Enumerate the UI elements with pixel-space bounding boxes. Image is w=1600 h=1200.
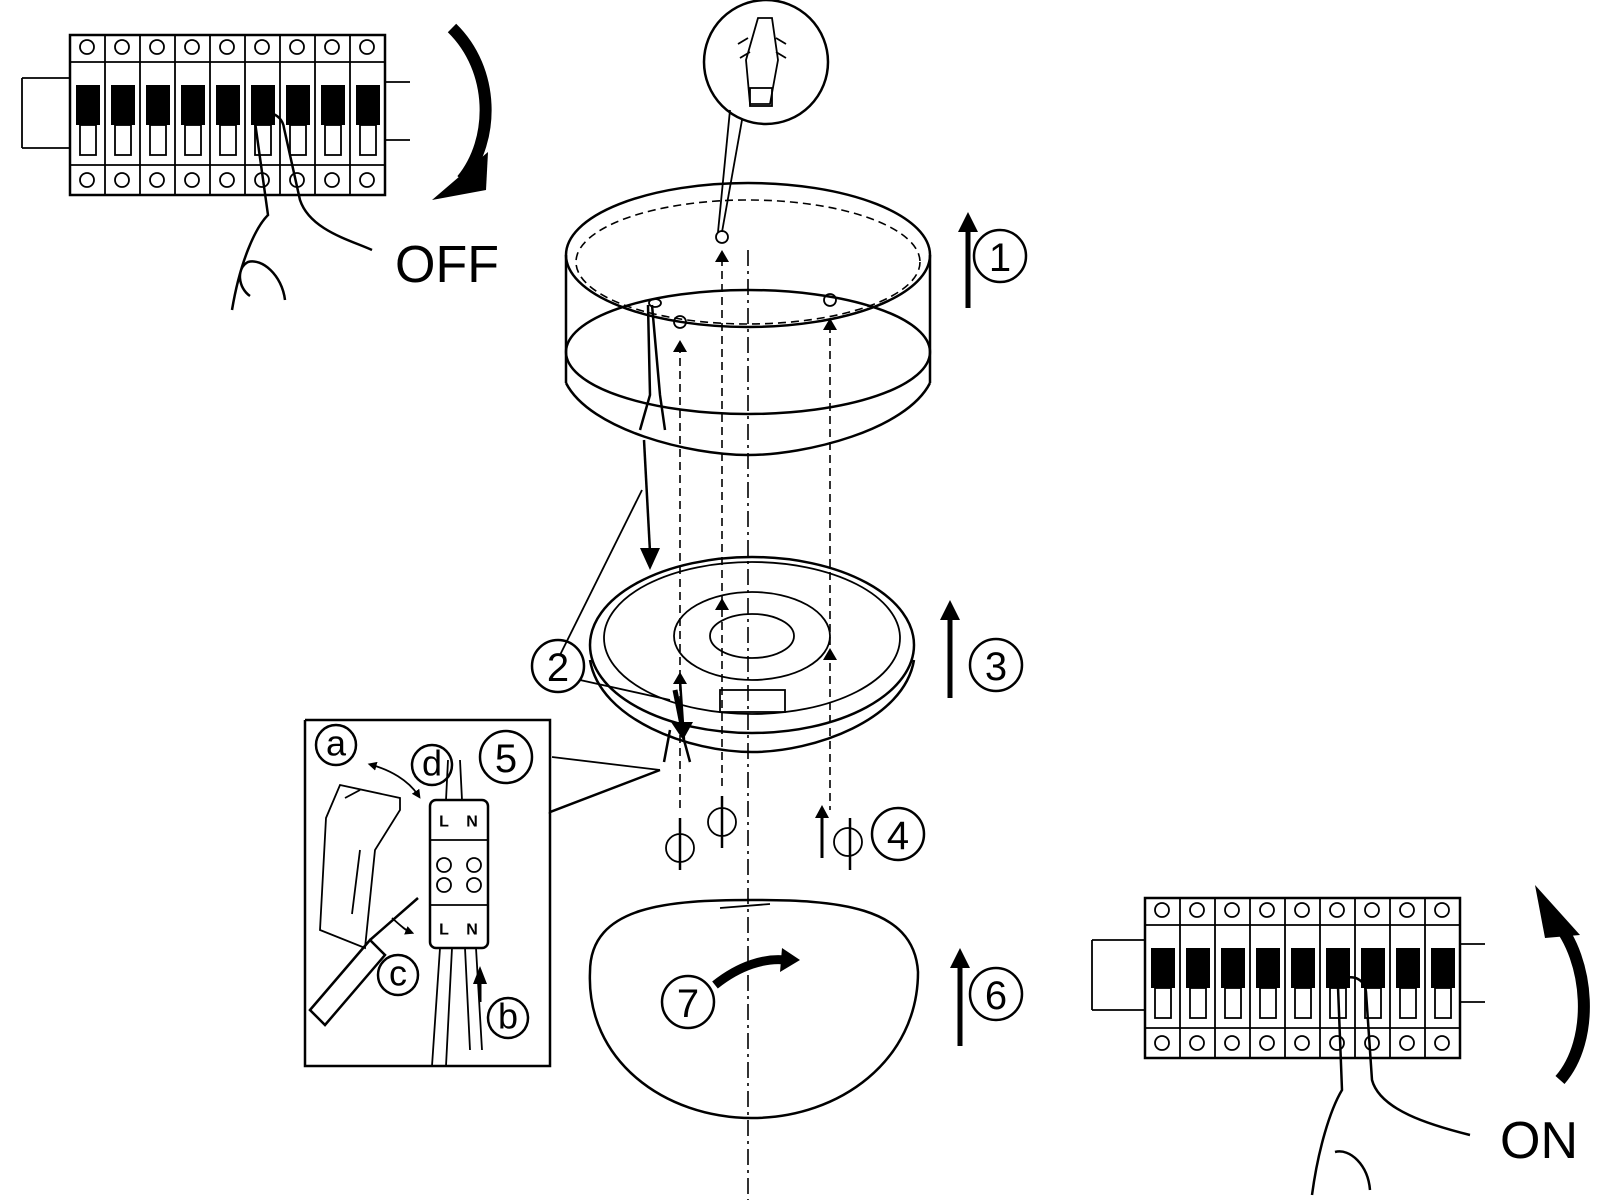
screw-icon [665,818,695,870]
detail-label-d: d [410,743,454,787]
detail-letter: d [422,743,442,784]
breaker-unit [1424,898,1455,1058]
step-3-marker: 3 [968,637,1024,693]
breaker-unit [69,35,100,195]
step-1-marker: 1 [972,228,1028,284]
step-number: 1 [989,236,1011,280]
detail-letter: b [498,996,518,1037]
hand-icon [1310,976,1471,1196]
breaker-unit [1144,898,1175,1058]
detail-label-c: c [376,953,420,997]
wiring-detail-box: L N L N a b c d [303,718,661,1068]
breaker-unit [104,35,135,195]
step-number: 7 [677,982,699,1026]
breaker-panel-off: OFF [21,23,499,311]
wall-plug-detail [702,0,830,233]
breaker-unit [1249,898,1280,1058]
terminal-label-n: N [466,814,478,831]
step-number: 3 [985,645,1007,689]
diffuser [588,898,920,1120]
detail-letter: c [389,953,407,994]
step-7-marker: 7 [660,974,716,1030]
step-number: 5 [495,737,517,781]
detail-label-b: b [486,996,530,1040]
breaker-unit [1319,898,1350,1058]
breaker-unit [1179,898,1210,1058]
terminal-block-icon [428,798,490,950]
breaker-unit [279,35,310,195]
detail-label-a: a [314,723,358,767]
breaker-unit [314,35,345,195]
breaker-unit [209,35,240,195]
step-6-marker: 6 [968,966,1024,1022]
luminaire-body [588,555,916,763]
breaker-unit [139,35,170,195]
detail-letter: a [326,723,347,764]
terminal-label-l: L [439,922,449,939]
switch-on-arrow [1550,916,1590,1084]
breaker-unit [1389,898,1420,1058]
breaker-unit [1284,898,1315,1058]
breaker-unit [174,35,205,195]
breaker-unit [349,35,380,195]
step-number: 4 [887,814,909,858]
off-label: OFF [395,236,499,294]
step-number: 2 [547,646,569,690]
step-2-marker: 2 [530,638,586,694]
wall-plug-icon [737,17,787,105]
screw-icon [707,796,737,848]
terminal-label-n: N [466,922,478,939]
hand-icon [230,111,373,311]
step-4-marker: 4 [870,806,926,862]
step-arrows [940,212,978,1046]
bracket-icon [319,783,401,950]
terminal-label-l: L [439,814,449,831]
switch-off-arrow [447,23,492,184]
guide-lines [673,250,837,810]
breaker-panel-on: ON [1091,885,1590,1196]
step-5-marker: 5 [478,729,534,785]
screws [665,796,863,870]
on-label: ON [1500,1112,1578,1170]
screw-icon [833,818,863,870]
step-number: 6 [985,974,1007,1018]
breaker-unit [1214,898,1245,1058]
